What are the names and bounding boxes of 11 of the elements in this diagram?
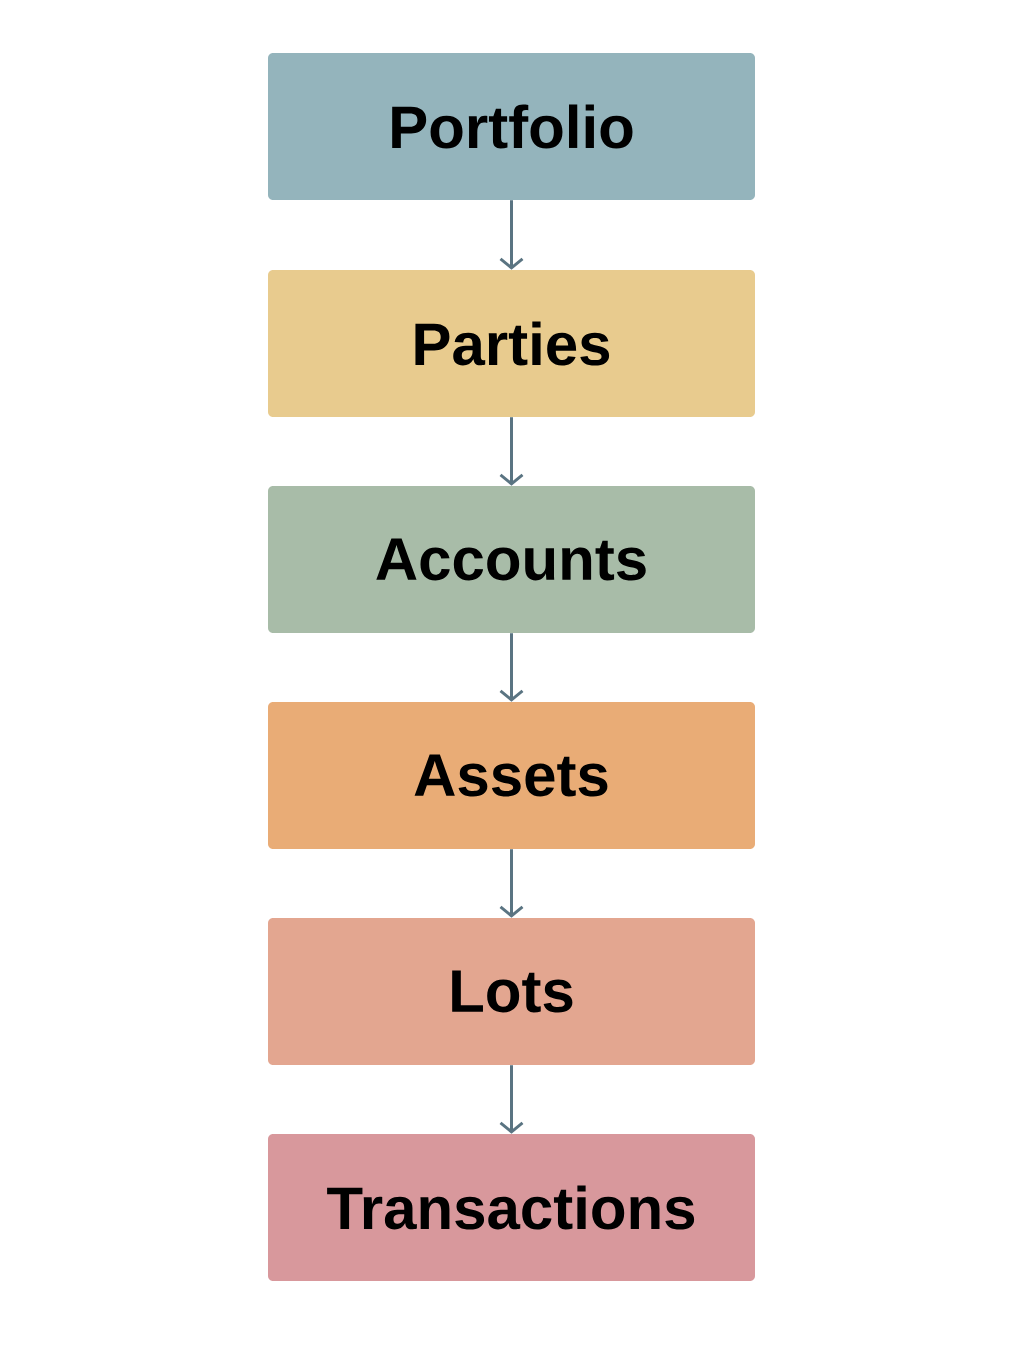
arrow bbox=[499, 417, 524, 486]
arrow bbox=[499, 633, 524, 702]
process-box: Portfolio bbox=[268, 53, 755, 200]
process-box: Accounts bbox=[268, 486, 755, 633]
process-box: Assets bbox=[268, 702, 755, 849]
arrow bbox=[499, 849, 524, 918]
arrow bbox=[499, 1065, 524, 1134]
process-box: Transactions bbox=[268, 1134, 755, 1281]
process-box: Parties bbox=[268, 270, 755, 417]
process-box: Lots bbox=[268, 918, 755, 1065]
arrow bbox=[499, 200, 524, 270]
